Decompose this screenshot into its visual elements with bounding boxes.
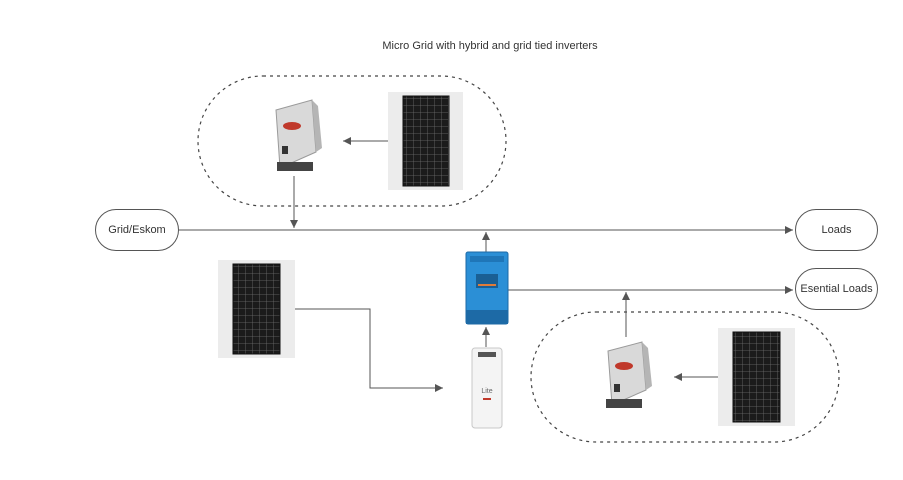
battery-icon: Lite [471,347,503,429]
loads-label: Loads [821,224,852,236]
top-pv-system-enclosure [197,75,507,207]
essential-loads-label: Esential Loads [800,283,873,295]
grid-node: Grid/Eskom [95,209,179,251]
grid-tied-inverter-icon [606,341,652,408]
hybrid-inverter-icon [465,251,509,325]
essential-loads-node: Esential Loads [795,268,878,310]
battery-label: Lite [481,388,492,395]
diagram-title: Micro Grid with hybrid and grid tied inv… [382,40,598,52]
solar-panel-icon [718,328,795,426]
loads-node: Loads [795,209,878,251]
bottom-pv-system-enclosure [530,311,840,443]
grid-label: Grid/Eskom [108,224,166,236]
left-panel-to-battery-arrow [295,308,443,392]
solar-panel-icon [388,92,463,190]
solar-panel-icon [218,260,295,358]
grid-tied-inverter-icon [275,99,322,171]
